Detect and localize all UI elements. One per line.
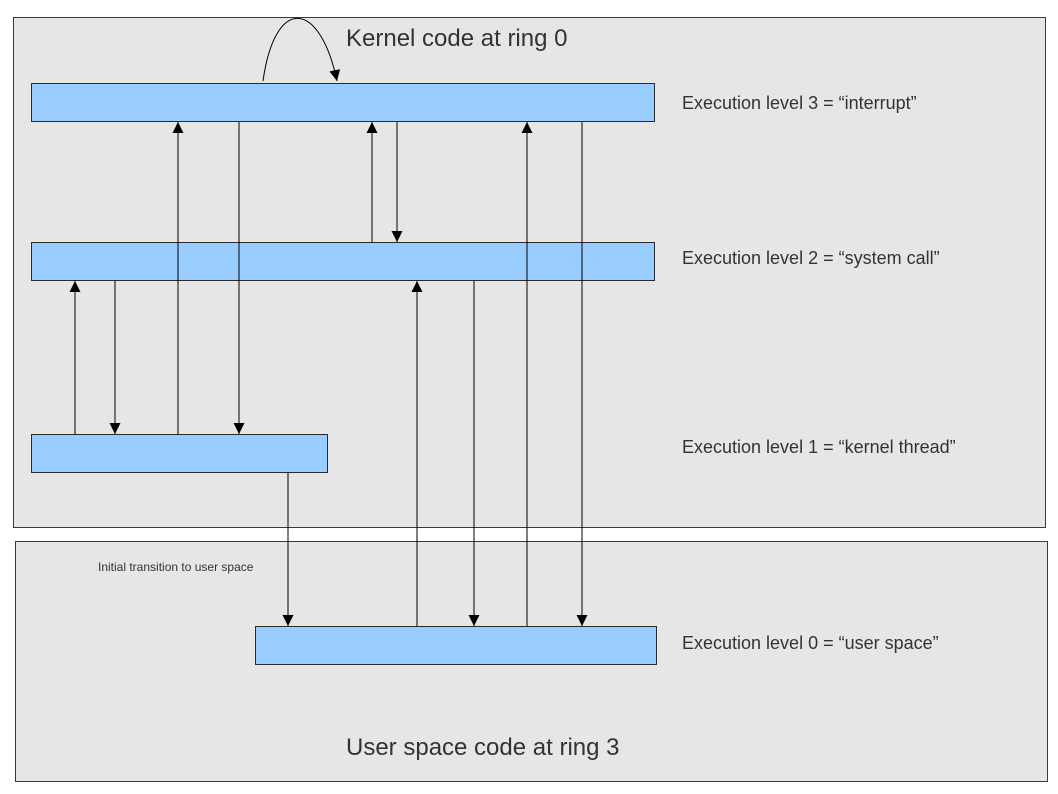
- execution-level-2-bar: [31, 242, 655, 281]
- execution-level-0-label: Execution level 0 = “user space”: [682, 633, 939, 653]
- user-region-title: User space code at ring 3: [346, 734, 620, 761]
- self-transition-arrow-level-3: [262, 18, 341, 82]
- kernel-region-title: Kernel code at ring 0: [346, 25, 568, 52]
- execution-level-1-bar: [31, 434, 328, 473]
- execution-level-3-label: Execution level 3 = “interrupt”: [682, 93, 917, 113]
- execution-level-3-bar: [31, 83, 655, 122]
- initial-transition-note: Initial transition to user space: [98, 560, 254, 574]
- execution-level-1-label: Execution level 1 = “kernel thread”: [682, 437, 956, 457]
- execution-level-0-bar: [255, 626, 657, 665]
- execution-level-2-label: Execution level 2 = “system call”: [682, 248, 940, 268]
